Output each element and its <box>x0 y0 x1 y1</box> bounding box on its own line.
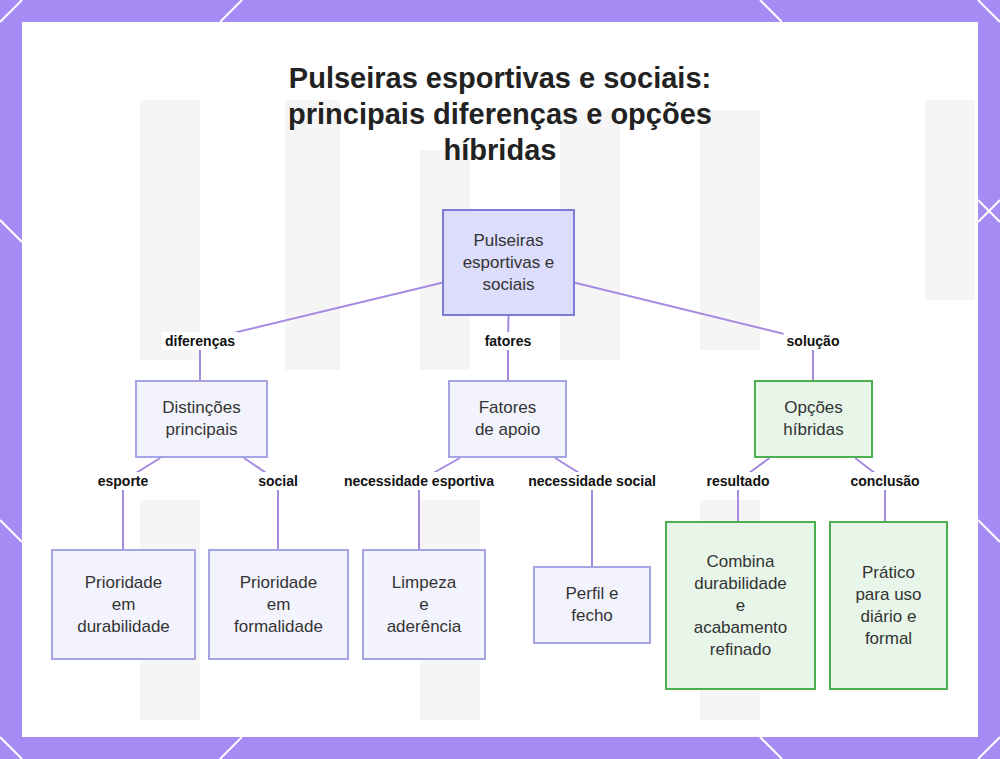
concept-box: Prioridade em formalidade <box>208 549 349 660</box>
edge-label: necessidade esportiva <box>341 472 497 490</box>
edge-label: esporte <box>95 472 152 490</box>
box-text: Prioridade em formalidade <box>231 572 326 638</box>
concept-box: Fatores de apoio <box>448 380 567 458</box>
box-text: Pulseiras esportivas e sociais <box>459 230 559 296</box>
edge-label: social <box>255 472 301 490</box>
concept-box: Combina durabilidade e acabamento refina… <box>665 521 816 690</box>
edge-label: conclusão <box>847 472 922 490</box>
edge-label: solução <box>784 332 843 350</box>
connector-line <box>575 283 813 380</box>
concept-box: Prático para uso diário e formal <box>829 521 948 690</box>
box-text: Prático para uso diário e formal <box>847 562 930 650</box>
diagram-title: Pulseiras esportivas e sociais: principa… <box>255 60 745 168</box>
concept-box: Pulseiras esportivas e sociais <box>442 209 575 316</box>
concept-box: Perfil e fecho <box>533 566 651 644</box>
concept-box: Opções híbridas <box>754 380 873 458</box>
canvas <box>22 22 978 737</box>
box-text: Distinções principais <box>147 397 257 441</box>
concept-box: Distinções principais <box>135 380 268 458</box>
edge-label: diferenças <box>162 332 238 350</box>
box-text: Combina durabilidade e acabamento refina… <box>690 551 791 661</box>
concept-box: Prioridade em durabilidade <box>51 549 196 660</box>
box-text: Prioridade em durabilidade <box>76 572 171 638</box>
box-text: Limpeza e aderência <box>386 572 463 638</box>
edge-label: resultado <box>703 472 772 490</box>
box-text: Fatores de apoio <box>470 397 545 441</box>
box-text: Opções híbridas <box>769 397 859 441</box>
edge-label: fatores <box>482 332 535 350</box>
box-text: Perfil e fecho <box>552 583 632 627</box>
concept-box: Limpeza e aderência <box>362 549 486 660</box>
edge-label: necessidade social <box>525 472 659 490</box>
